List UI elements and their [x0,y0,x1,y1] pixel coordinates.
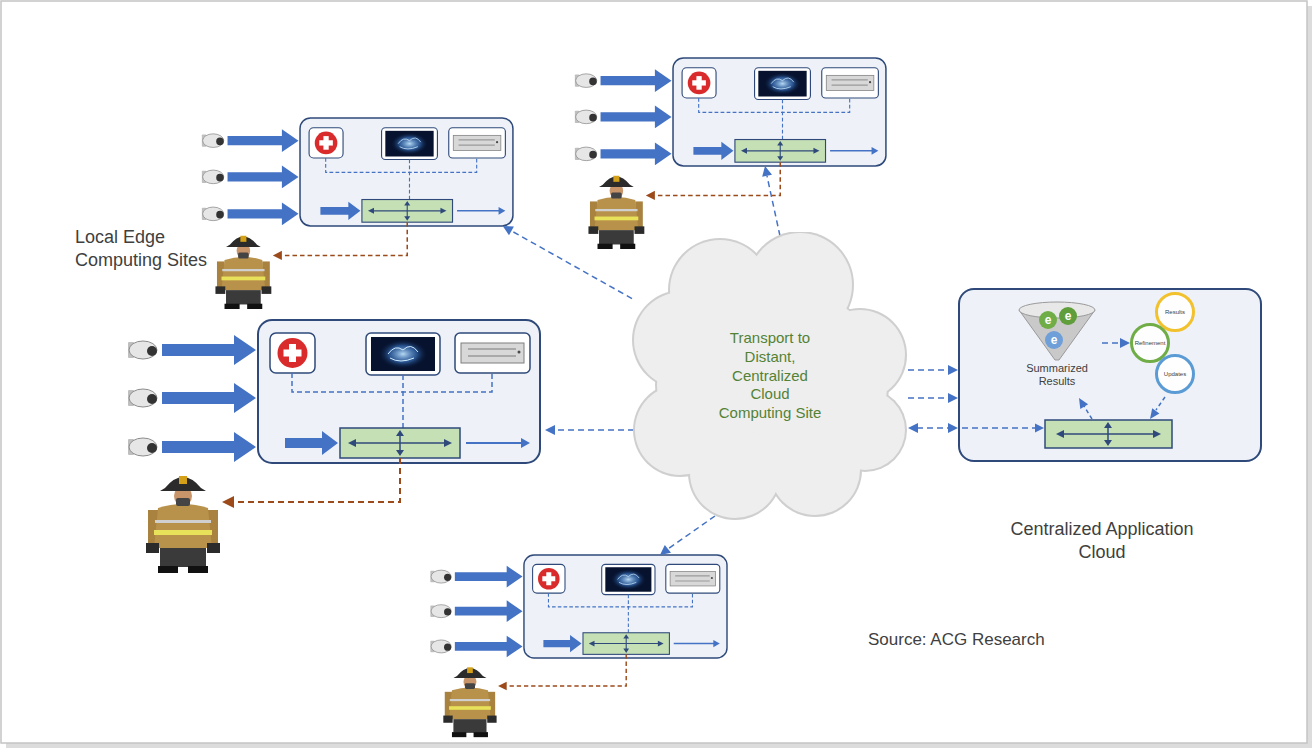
transport-cloud: Transport to Distant, Centralized Cloud … [632,232,908,520]
central-cloud-box: Centralized Application CloudSummarized … [958,288,1262,462]
event-bubble: e [1039,311,1057,329]
central-cloud-internals [958,288,1262,462]
arrowhead [948,365,958,375]
switch-body [1045,420,1172,448]
connector-line [908,397,949,399]
arrowhead [1079,398,1088,409]
arrowhead [1056,430,1064,438]
arrowhead [1150,408,1159,419]
connector-line [908,369,949,371]
cloud-fill [635,385,725,475]
arrowhead [503,226,514,235]
connector-line [511,230,632,298]
arrowhead [1153,430,1161,438]
cloud-label: Transport to Distant, Centralized Cloud … [713,329,828,423]
group-heading: Local Edge Computing Sites [75,226,225,271]
dashed-arrow [767,176,780,236]
cloud-fill [770,425,860,515]
arrowhead [1104,440,1112,446]
arrowhead [948,423,958,433]
arrowhead [948,393,958,403]
arrowhead [1104,422,1112,428]
bubble-letter: e [1065,310,1072,322]
arrowhead [762,166,772,177]
cloud-fill [634,292,730,388]
dashed-connector [908,365,958,375]
event-bubble: e [1059,307,1077,325]
bubble-letter: e [1045,314,1052,326]
ring-label: Results [1165,309,1185,315]
connector-line [1102,342,1121,344]
cloud-fill [815,310,905,400]
edge-site [575,58,886,249]
edge-site [430,555,727,737]
connector-line [917,427,949,429]
dashed-arrow [1156,397,1165,410]
arrowhead [908,423,918,433]
dashed-arrow [962,427,1036,429]
summary-funnel: Summarized Resultseee [1012,298,1102,392]
dashed-connector [908,393,958,403]
event-bubble: e [1045,331,1063,349]
ring-label: Updates [1164,371,1186,377]
funnel-rim [1019,302,1095,318]
edge-site-box: Local Edge Computing Sites [300,118,513,226]
bubble-letter: e [1051,334,1058,346]
box-heading: Centralized Application Cloud [987,518,1217,563]
edge-site [128,320,540,573]
funnel-caption: Summarized Results [1012,362,1102,387]
edge-site [202,118,513,309]
dashed-arrow [668,516,715,549]
switch-arrow [1107,426,1109,442]
cycle-ring: Updates [1155,354,1195,394]
dashed-connector [1102,338,1130,348]
dashed-arrow [555,429,634,431]
ring-label: Refinement [1135,340,1166,346]
arrowhead [660,545,671,555]
arrowhead [1120,338,1130,348]
arrowhead [1035,424,1044,433]
dashed-connector [908,423,958,433]
dashed-connector [503,226,632,299]
central-box-fill [958,288,1262,462]
arrowhead [545,425,555,435]
dashed-arrow [1084,406,1092,419]
source-note: Source: ACG Research [868,630,1045,650]
